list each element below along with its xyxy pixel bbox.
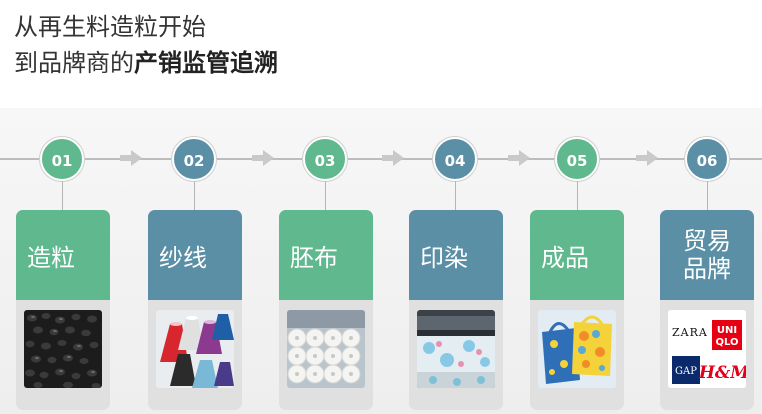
step-card-pelletizing: 造粒 [16,210,110,410]
arrow-icon [382,150,404,166]
title-line-2: 到品牌商的产销监管追溯 [14,48,278,78]
gap-logo: GAP [675,366,697,377]
step-label-line-2: 品牌 [683,255,731,283]
step-card-yarn: 纱线 [148,210,242,410]
title-line-1: 从再生料造粒开始 [14,13,206,41]
arrow-icon [508,150,530,166]
hm-logo: H&M [698,363,746,383]
brand-logos-image: ZARA UNI QLO GAP H&M [668,310,746,388]
pellets-image [24,310,102,388]
arrow-icon [252,150,274,166]
step-connector [194,181,195,211]
printed-bags-image [538,310,616,388]
step-connector [707,181,708,211]
arrow-icon [120,150,142,166]
step-number-badge: 05 [555,137,599,181]
yarn-image [156,310,234,388]
step-card-trade-brand: 贸易 品牌 ZARA UNI QLO GAP H&M [660,210,754,410]
step-connector [62,181,63,211]
step-label: 印染 [409,210,503,300]
step-number-badge: 04 [433,137,477,181]
step-card-printing-dyeing: 印染 [409,210,503,410]
arrow-icon [636,150,658,166]
step-label: 成品 [530,210,624,300]
step-label: 胚布 [279,210,373,300]
step-card-finished-product: 成品 [530,210,624,410]
title-highlight: 产销监管追溯 [134,49,278,77]
step-card-greige-fabric: 胚布 [279,210,373,410]
step-number-badge: 03 [303,137,347,181]
uniqlo-logo-top: UNI [717,325,737,336]
uniqlo-logo-bottom: QLO [715,337,738,348]
step-label: 造粒 [16,210,110,300]
step-label-line-1: 贸易 [683,227,731,255]
title-prefix: 到品牌商的 [14,49,134,77]
step-number-badge: 06 [685,137,729,181]
step-number-badge: 01 [40,137,84,181]
printing-machine-image [417,310,495,388]
step-connector [455,181,456,211]
step-connector [577,181,578,211]
fabric-rolls-image [287,310,365,388]
step-label: 贸易 品牌 [660,210,754,300]
step-label: 纱线 [148,210,242,300]
zara-logo: ZARA [672,326,708,339]
step-connector [325,181,326,211]
timeline-line [0,158,762,160]
step-number-badge: 02 [172,137,216,181]
